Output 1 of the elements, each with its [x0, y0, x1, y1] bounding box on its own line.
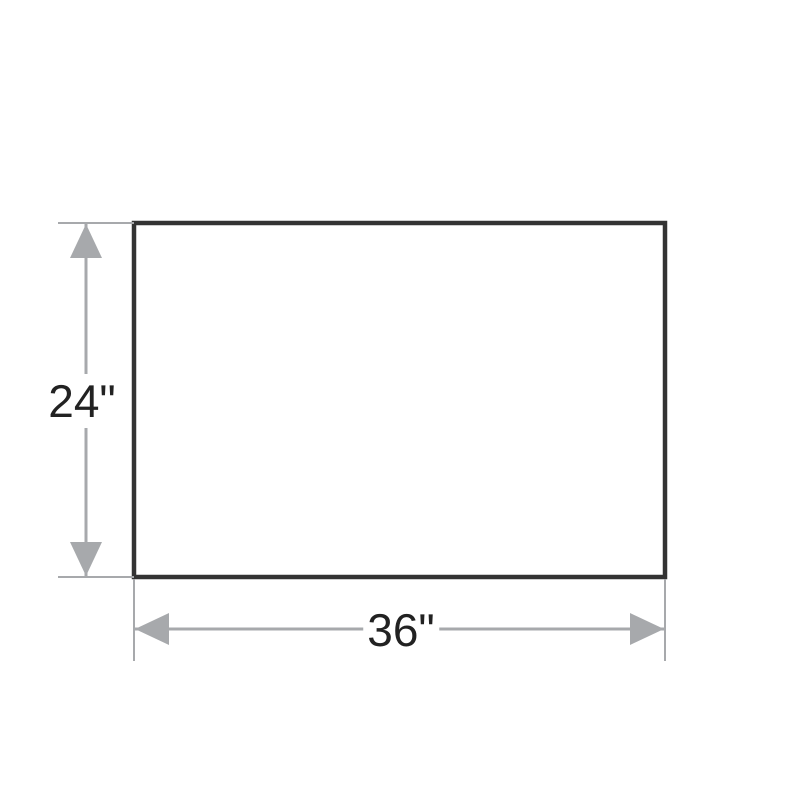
rectangle-outline	[132, 220, 668, 580]
